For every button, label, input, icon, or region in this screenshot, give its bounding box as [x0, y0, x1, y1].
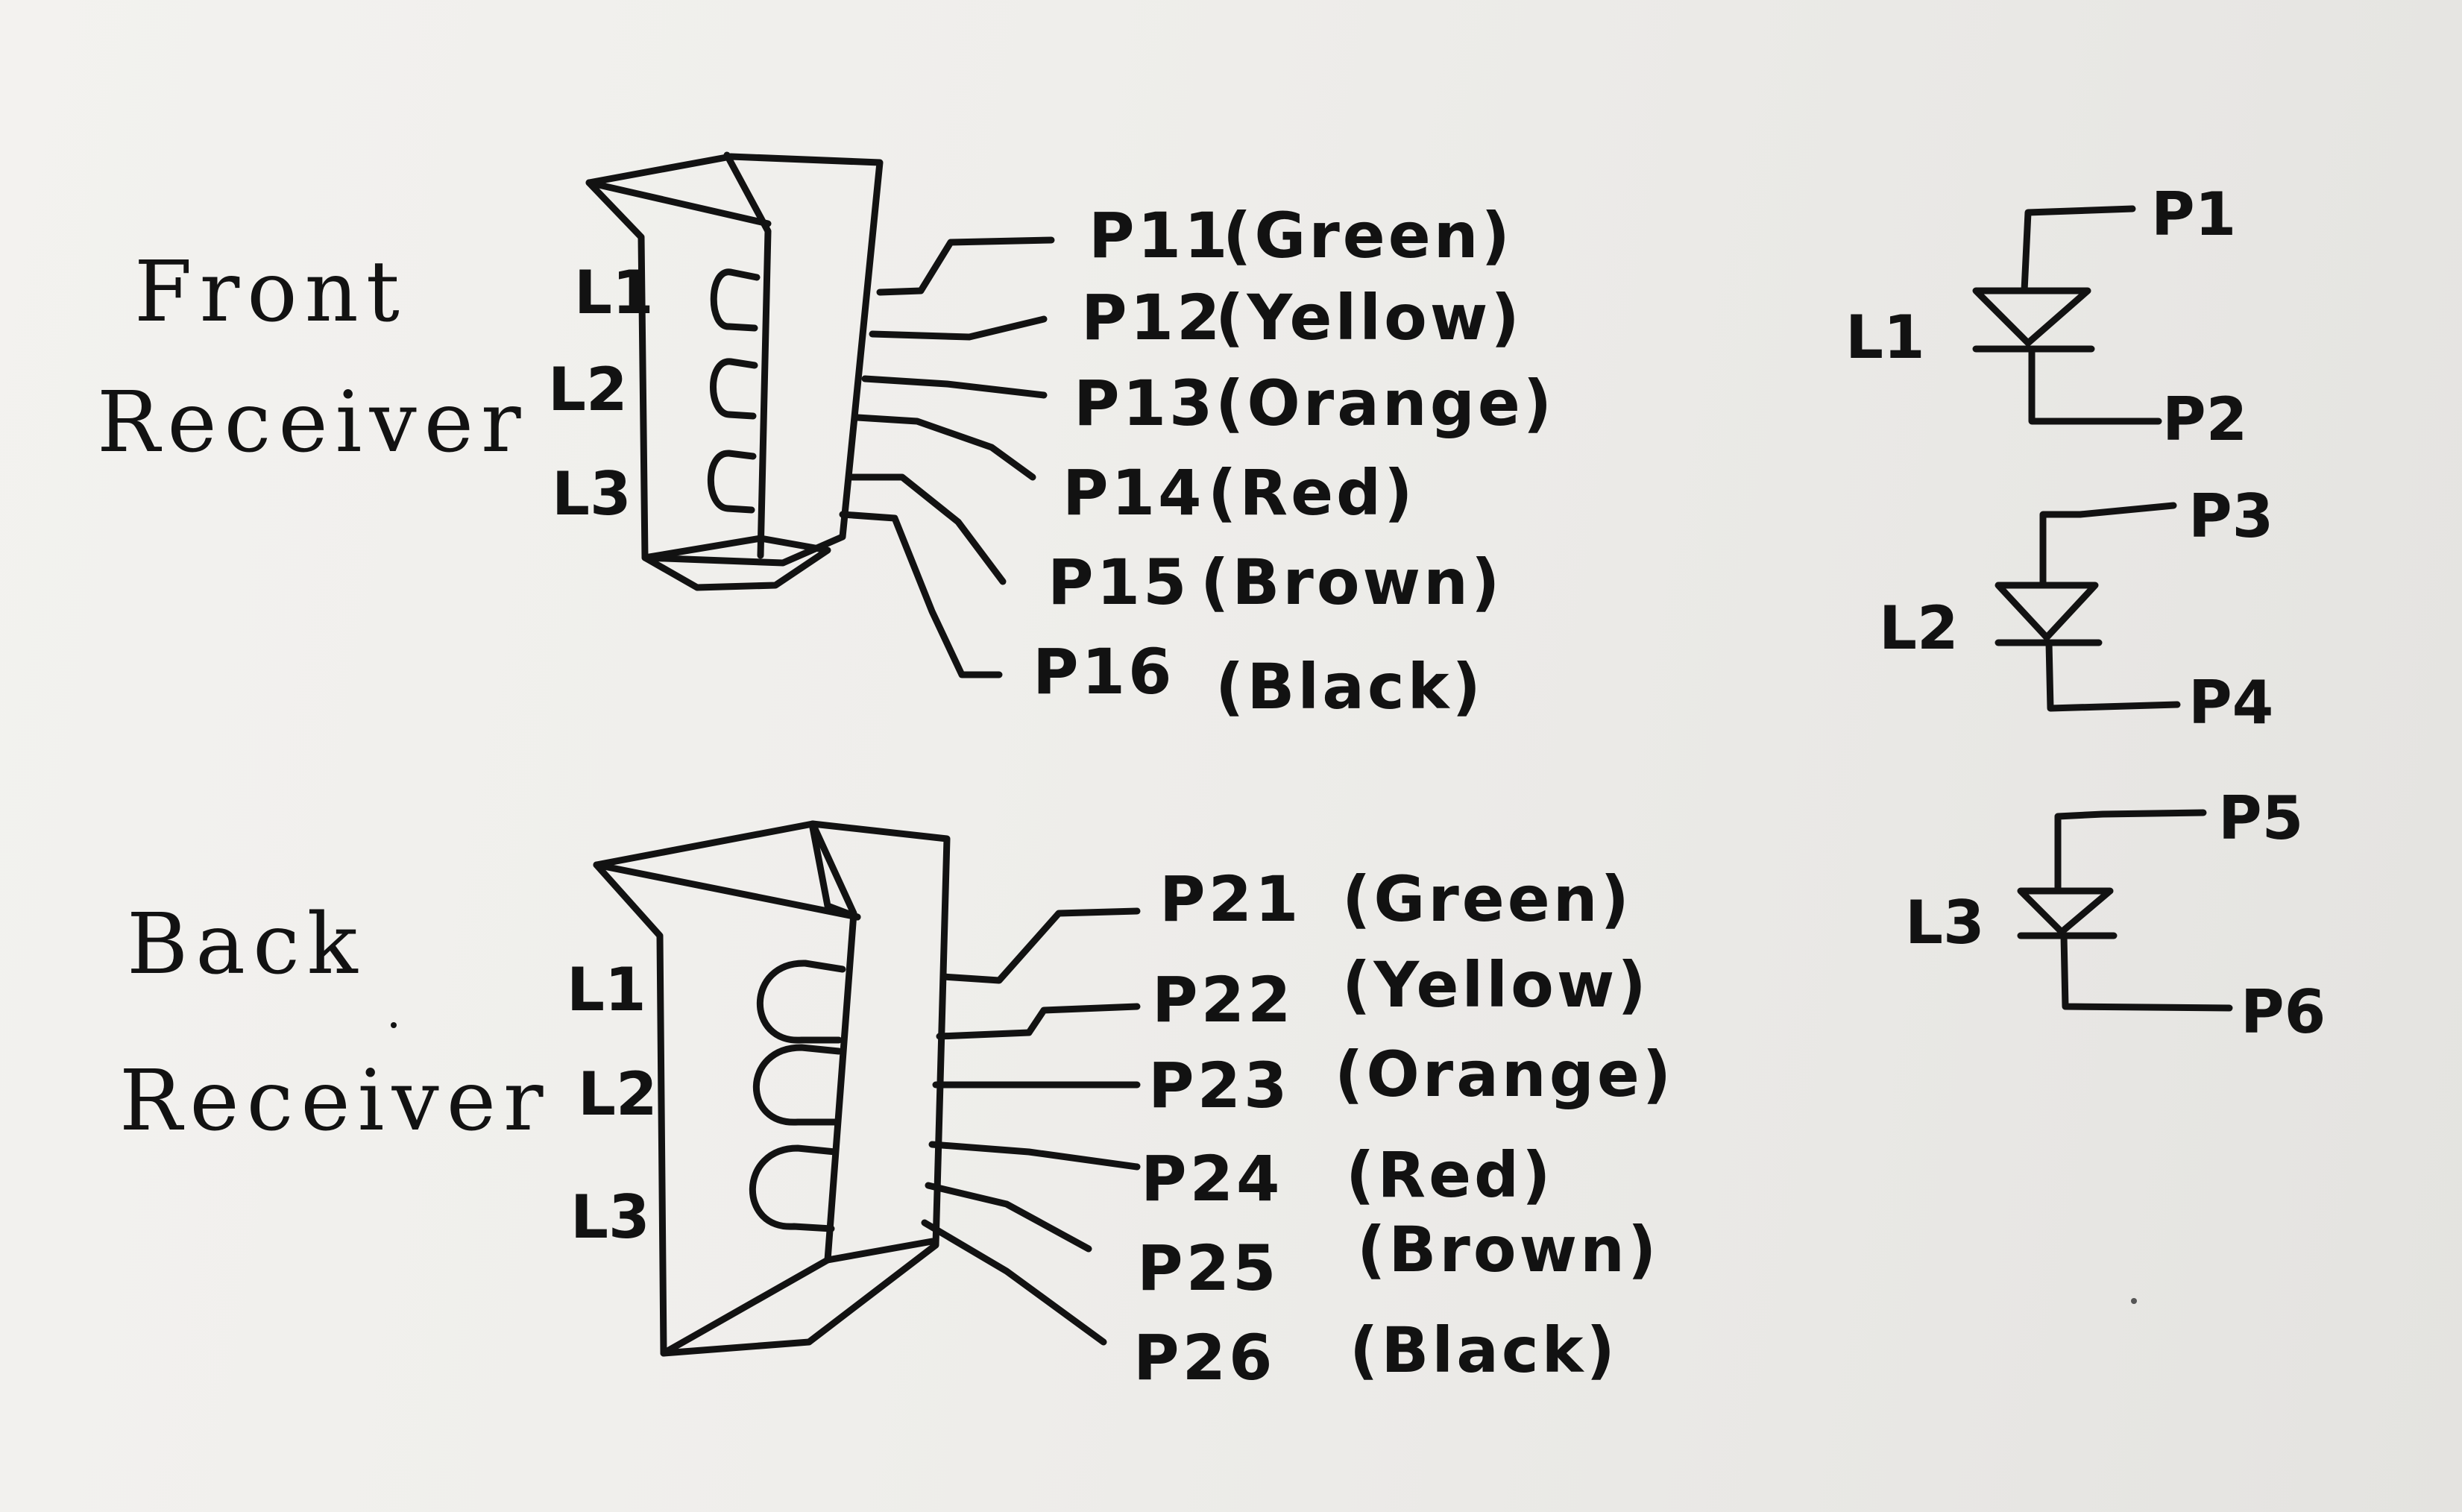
ink-speck: [391, 1022, 397, 1028]
diode-l2: L2 P3 P4: [1879, 482, 2273, 737]
diode-l1-label: L1: [1845, 303, 1925, 372]
diode-l1-anode-label: P1: [2151, 180, 2236, 249]
front-pin-p14-label: P14: [1062, 456, 1204, 529]
front-pin-p13-color: (Orange): [1215, 367, 1555, 440]
back-coils: [749, 960, 846, 1232]
front-receiver: Front Receiver L1 L2 L3 P1: [97, 151, 1555, 723]
front-loop-l1: L1: [574, 258, 654, 327]
back-loop-l2: L2: [578, 1059, 658, 1129]
front-title-line1: Front: [134, 244, 407, 341]
back-pin-p24-label: P24: [1141, 1142, 1282, 1215]
back-receiver: Back Receiver L1 L2 L3 P21: [119, 820, 1674, 1394]
front-loop-l3: L3: [552, 459, 632, 529]
front-wires: [839, 236, 1055, 678]
back-pin-p26-label: P26: [1133, 1321, 1275, 1394]
diode-l2-anode-label: P3: [2188, 482, 2273, 551]
front-pin-p16-color: (Black): [1215, 650, 1484, 723]
back-pin-p25-label: P25: [1137, 1232, 1279, 1305]
diode-l3-cathode-label: P6: [2241, 977, 2326, 1047]
front-pin-p12-color: (Yellow): [1215, 281, 1523, 354]
front-coils: [707, 268, 761, 514]
front-pin-p16-label: P16: [1033, 635, 1174, 708]
front-pin-p15-label: P15: [1048, 546, 1189, 619]
back-pin-p22-label: P22: [1152, 963, 1294, 1036]
front-pin-p12-label: P12: [1081, 281, 1223, 354]
front-pin-p13-label: P13: [1074, 367, 1215, 440]
back-pin-p22-color: (Yellow): [1342, 948, 1649, 1021]
back-loop-l3: L3: [570, 1182, 650, 1252]
back-title-line2: Receiver: [119, 1053, 551, 1150]
front-pin-p11-label: P11: [1089, 199, 1230, 272]
back-pin-p24-color: (Red): [1346, 1138, 1554, 1212]
front-pin-labels: P11 (Green) P12 (Yellow) P13 (Orange) P1…: [1033, 199, 1555, 723]
front-connector-body: [585, 151, 884, 591]
diode-l3-anode-label: P5: [2218, 784, 2303, 853]
back-pin-p23-label: P23: [1148, 1049, 1290, 1122]
back-title-line1: Back: [127, 896, 365, 993]
front-title-line2: Receiver: [97, 374, 529, 471]
diode-l1: L1 P1 P2: [1845, 180, 2247, 454]
diode-l3-label: L3: [1905, 888, 1985, 957]
back-pin-labels: P21 (Green) P22 (Yellow) P23 (Orange) P2…: [1133, 863, 1674, 1394]
diode-l2-cathode-label: P4: [2188, 668, 2273, 737]
back-pin-p21-color: (Green): [1342, 863, 1632, 936]
back-wires: [921, 907, 1141, 1346]
ink-speck: [2131, 1298, 2137, 1304]
front-pin-p14-color: (Red): [1208, 456, 1416, 529]
diode-l1-cathode-label: P2: [2162, 385, 2247, 454]
diode-schematic: L1 P1 P2 L2 P3 P4 L3 P5 P6: [1845, 180, 2326, 1047]
front-pin-p11-color: (Green): [1223, 199, 1513, 272]
front-pin-p15-color: (Brown): [1200, 546, 1502, 619]
front-loop-l2: L2: [548, 355, 628, 424]
back-pin-p26-color: (Black): [1350, 1314, 1618, 1387]
back-pin-p25-color: (Brown): [1357, 1213, 1659, 1286]
diode-l2-label: L2: [1879, 593, 1959, 663]
back-connector-body: [593, 820, 951, 1357]
back-pin-p21-label: P21: [1159, 863, 1301, 936]
back-loop-l1: L1: [567, 955, 646, 1024]
back-pin-p23-color: (Orange): [1335, 1038, 1674, 1111]
diode-l3: L3 P5 P6: [1905, 784, 2326, 1047]
